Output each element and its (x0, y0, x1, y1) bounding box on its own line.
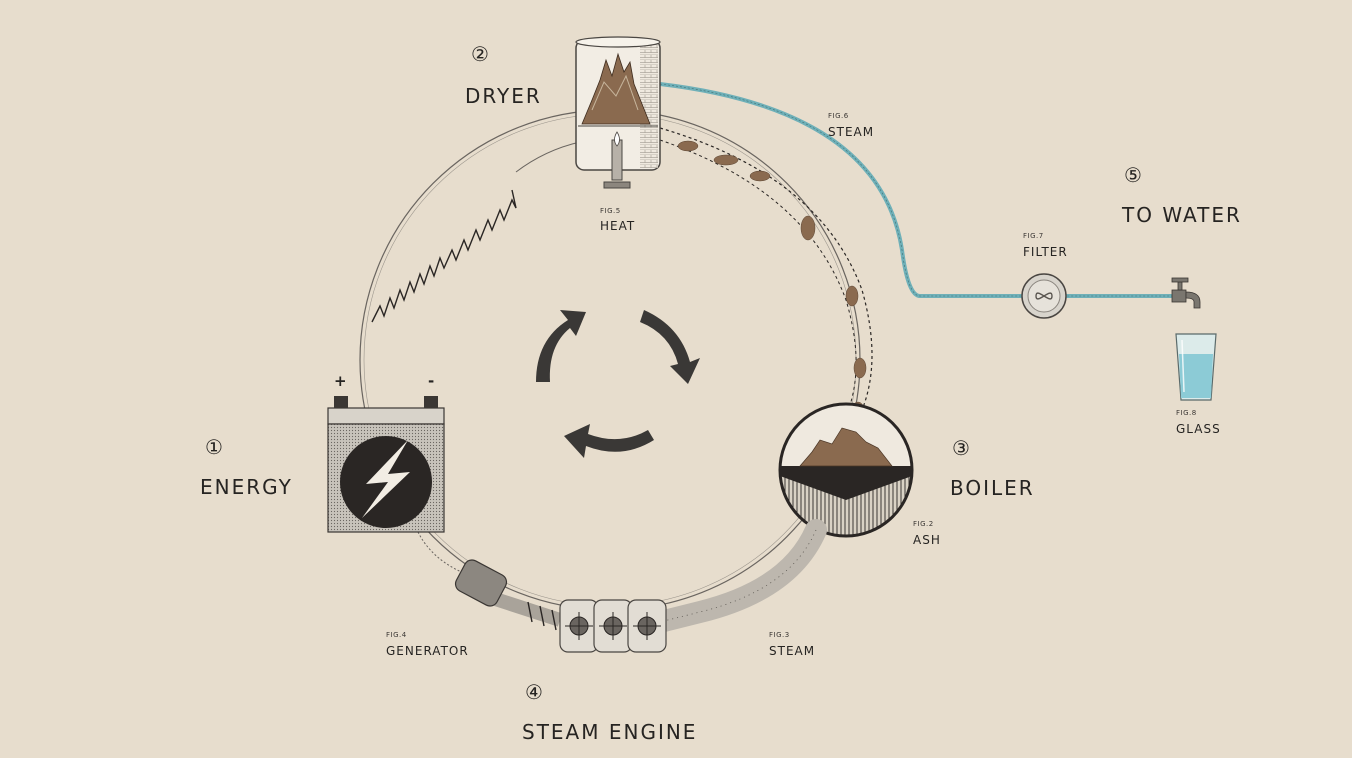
fig5-number: FIG.5 (600, 207, 621, 215)
flame-icon (581, 52, 651, 125)
fig4-number: FIG.4 (386, 631, 407, 639)
fig5-caption: HEAT (600, 219, 636, 233)
water-title: TO WATER (1122, 203, 1242, 227)
spring-coil (371, 189, 517, 323)
lightning-bolt-icon (362, 440, 410, 518)
battery-minus: - (428, 372, 436, 390)
ash-clumps (677, 140, 867, 419)
fig3-caption: STEAM (769, 644, 816, 658)
cycle-arrows-icon (536, 310, 700, 458)
fig6-caption: STEAM (828, 125, 875, 139)
boiler-chamber (778, 402, 914, 538)
ash-conveyor (659, 127, 873, 411)
battery-plus: + (334, 372, 349, 390)
dryer-tank (575, 36, 661, 189)
water-pipe (659, 82, 1176, 298)
fig4-caption: GENERATOR (386, 644, 469, 658)
filter-icon (1021, 273, 1067, 319)
fig7-number: FIG.7 (1023, 232, 1044, 240)
water-number: ⑤ (1124, 163, 1142, 187)
water-glass (1175, 333, 1217, 401)
fig2-caption: ASH (913, 533, 941, 547)
water-pipe-edge (659, 83, 1176, 297)
energy-number: ① (205, 435, 223, 459)
steam-engine-units (559, 599, 667, 653)
fig6-number: FIG.6 (828, 112, 849, 120)
dryer-title: DRYER (465, 84, 542, 108)
dryer-number: ② (471, 42, 489, 66)
spring-wire (515, 141, 581, 173)
boiler-title: BOILER (950, 476, 1035, 500)
fig7-caption: FILTER (1023, 245, 1068, 259)
steam-tube (649, 519, 827, 633)
ash-conveyor-inner (659, 139, 857, 406)
generator-body (454, 559, 508, 607)
fig8-number: FIG.8 (1176, 409, 1197, 417)
fig3-number: FIG.3 (769, 631, 790, 639)
engine-number: ④ (525, 680, 543, 704)
engine-title: STEAM ENGINE (522, 720, 698, 744)
battery (327, 396, 445, 533)
energy-title: ENERGY (200, 475, 293, 499)
faucet-icon (1171, 277, 1201, 309)
boiler-number: ③ (952, 436, 970, 460)
fig8-caption: GLASS (1176, 422, 1221, 436)
fig2-number: FIG.2 (913, 520, 934, 528)
generator-wire (417, 531, 467, 575)
